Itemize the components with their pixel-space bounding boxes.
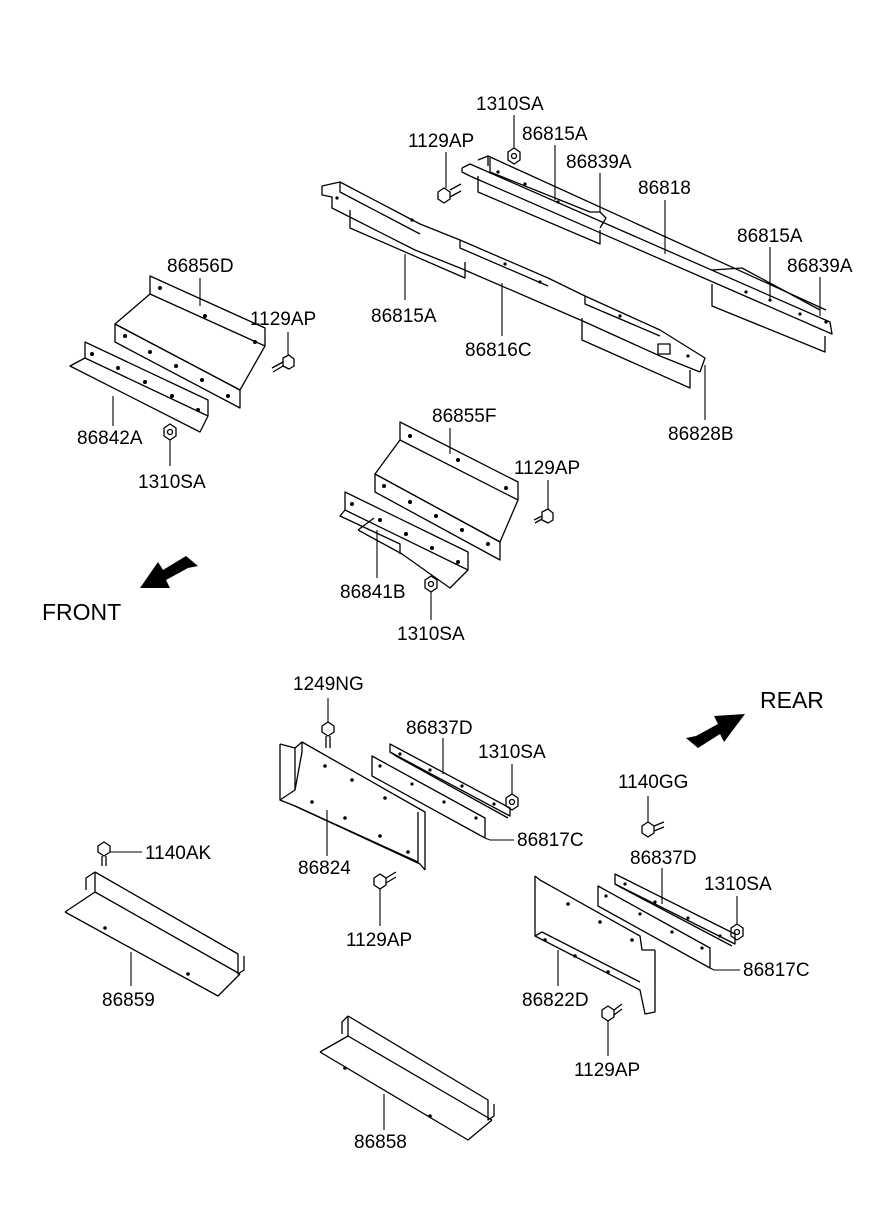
label-86815a: 86815A [371,306,437,327]
leader-lines [110,115,821,1130]
part-86822d-panel[interactable] [534,875,656,1015]
label-1129ap: 1129AP [408,131,474,152]
label-86859: 86859 [102,990,155,1011]
label-86815a: 86815A [522,124,588,145]
bolt-1129ap-top[interactable] [437,183,462,204]
direction-rear-label: REAR [760,687,824,713]
nut-1310sa-top[interactable] [507,147,521,165]
bolt-1249ng[interactable] [321,721,335,748]
part-86841b-bracket[interactable] [339,491,469,589]
label-86816c: 86816C [465,340,532,361]
label-1140ak: 1140AK [145,843,212,864]
label-1129ap: 1129AP [514,458,580,479]
label-86818: 86818 [638,178,691,199]
label-86858: 86858 [354,1132,407,1153]
part-86837d-strip-center[interactable] [389,743,511,819]
nut-1310sa-mid[interactable] [424,575,438,593]
part-86818-upper-rail[interactable] [461,155,833,353]
label-86817c: 86817C [743,960,810,981]
label-1310sa: 1310SA [138,472,206,493]
label-1140gg: 1140GG [618,772,688,793]
label-86841b: 86841B [340,582,406,603]
label-1310sa: 1310SA [476,94,544,115]
label-86855f: 86855F [432,406,496,427]
label-86837d: 86837D [630,848,697,869]
part-86858-tray[interactable] [319,1015,495,1141]
label-1129ap: 1129AP [574,1060,640,1081]
label-86815a: 86815A [737,226,803,247]
nut-1310sa-left[interactable] [163,423,177,441]
label-86842a: 86842A [77,428,143,449]
label-1310sa: 1310SA [478,742,546,763]
label-86839a: 86839A [566,152,632,173]
nut-1310sa-lower-right[interactable] [730,923,744,941]
label-86856d: 86856D [167,256,234,277]
nut-1310sa-lower-center[interactable] [505,793,519,811]
part-labels: 1310SA 1129AP 86815A 86839A 86818 86815A… [42,94,853,1153]
label-86837d: 86837D [406,718,473,739]
part-86817c-strip-center[interactable] [371,755,486,839]
label-86828b: 86828B [668,424,734,445]
label-1129ap: 1129AP [250,309,316,330]
part-86855f-bracket[interactable] [374,421,519,561]
part-86824-panel[interactable] [279,741,426,871]
part-86842a-bracket[interactable] [69,341,209,433]
label-1129ap: 1129AP [346,930,412,951]
part-86837d-strip-right[interactable] [614,873,736,947]
label-86822d: 86822D [522,990,589,1011]
part-86856d-bracket[interactable] [114,275,266,409]
label-86817c: 86817C [517,830,584,851]
label-1249ng: 1249NG [293,674,364,695]
bolt-1140gg[interactable] [641,821,665,838]
part-86859-tray[interactable] [64,871,245,997]
bolt-1129ap-lower-right[interactable] [601,1003,623,1022]
label-86839a: 86839A [787,256,853,277]
label-86824: 86824 [298,858,351,879]
bolt-1140ak[interactable] [97,841,111,866]
label-1310sa: 1310SA [397,624,465,645]
bolt-1129ap-lower-center[interactable] [373,871,397,890]
part-86816c-side-rail[interactable] [321,181,706,389]
label-1310sa: 1310SA [704,874,772,895]
part-86817c-strip-right[interactable] [597,885,711,969]
front-arrow-icon [140,556,198,588]
direction-front-label: FRONT [42,599,121,625]
bolt-1129ap-mid[interactable] [533,508,554,524]
rear-arrow-icon [686,714,745,748]
bolt-1129ap-left[interactable] [271,354,295,373]
